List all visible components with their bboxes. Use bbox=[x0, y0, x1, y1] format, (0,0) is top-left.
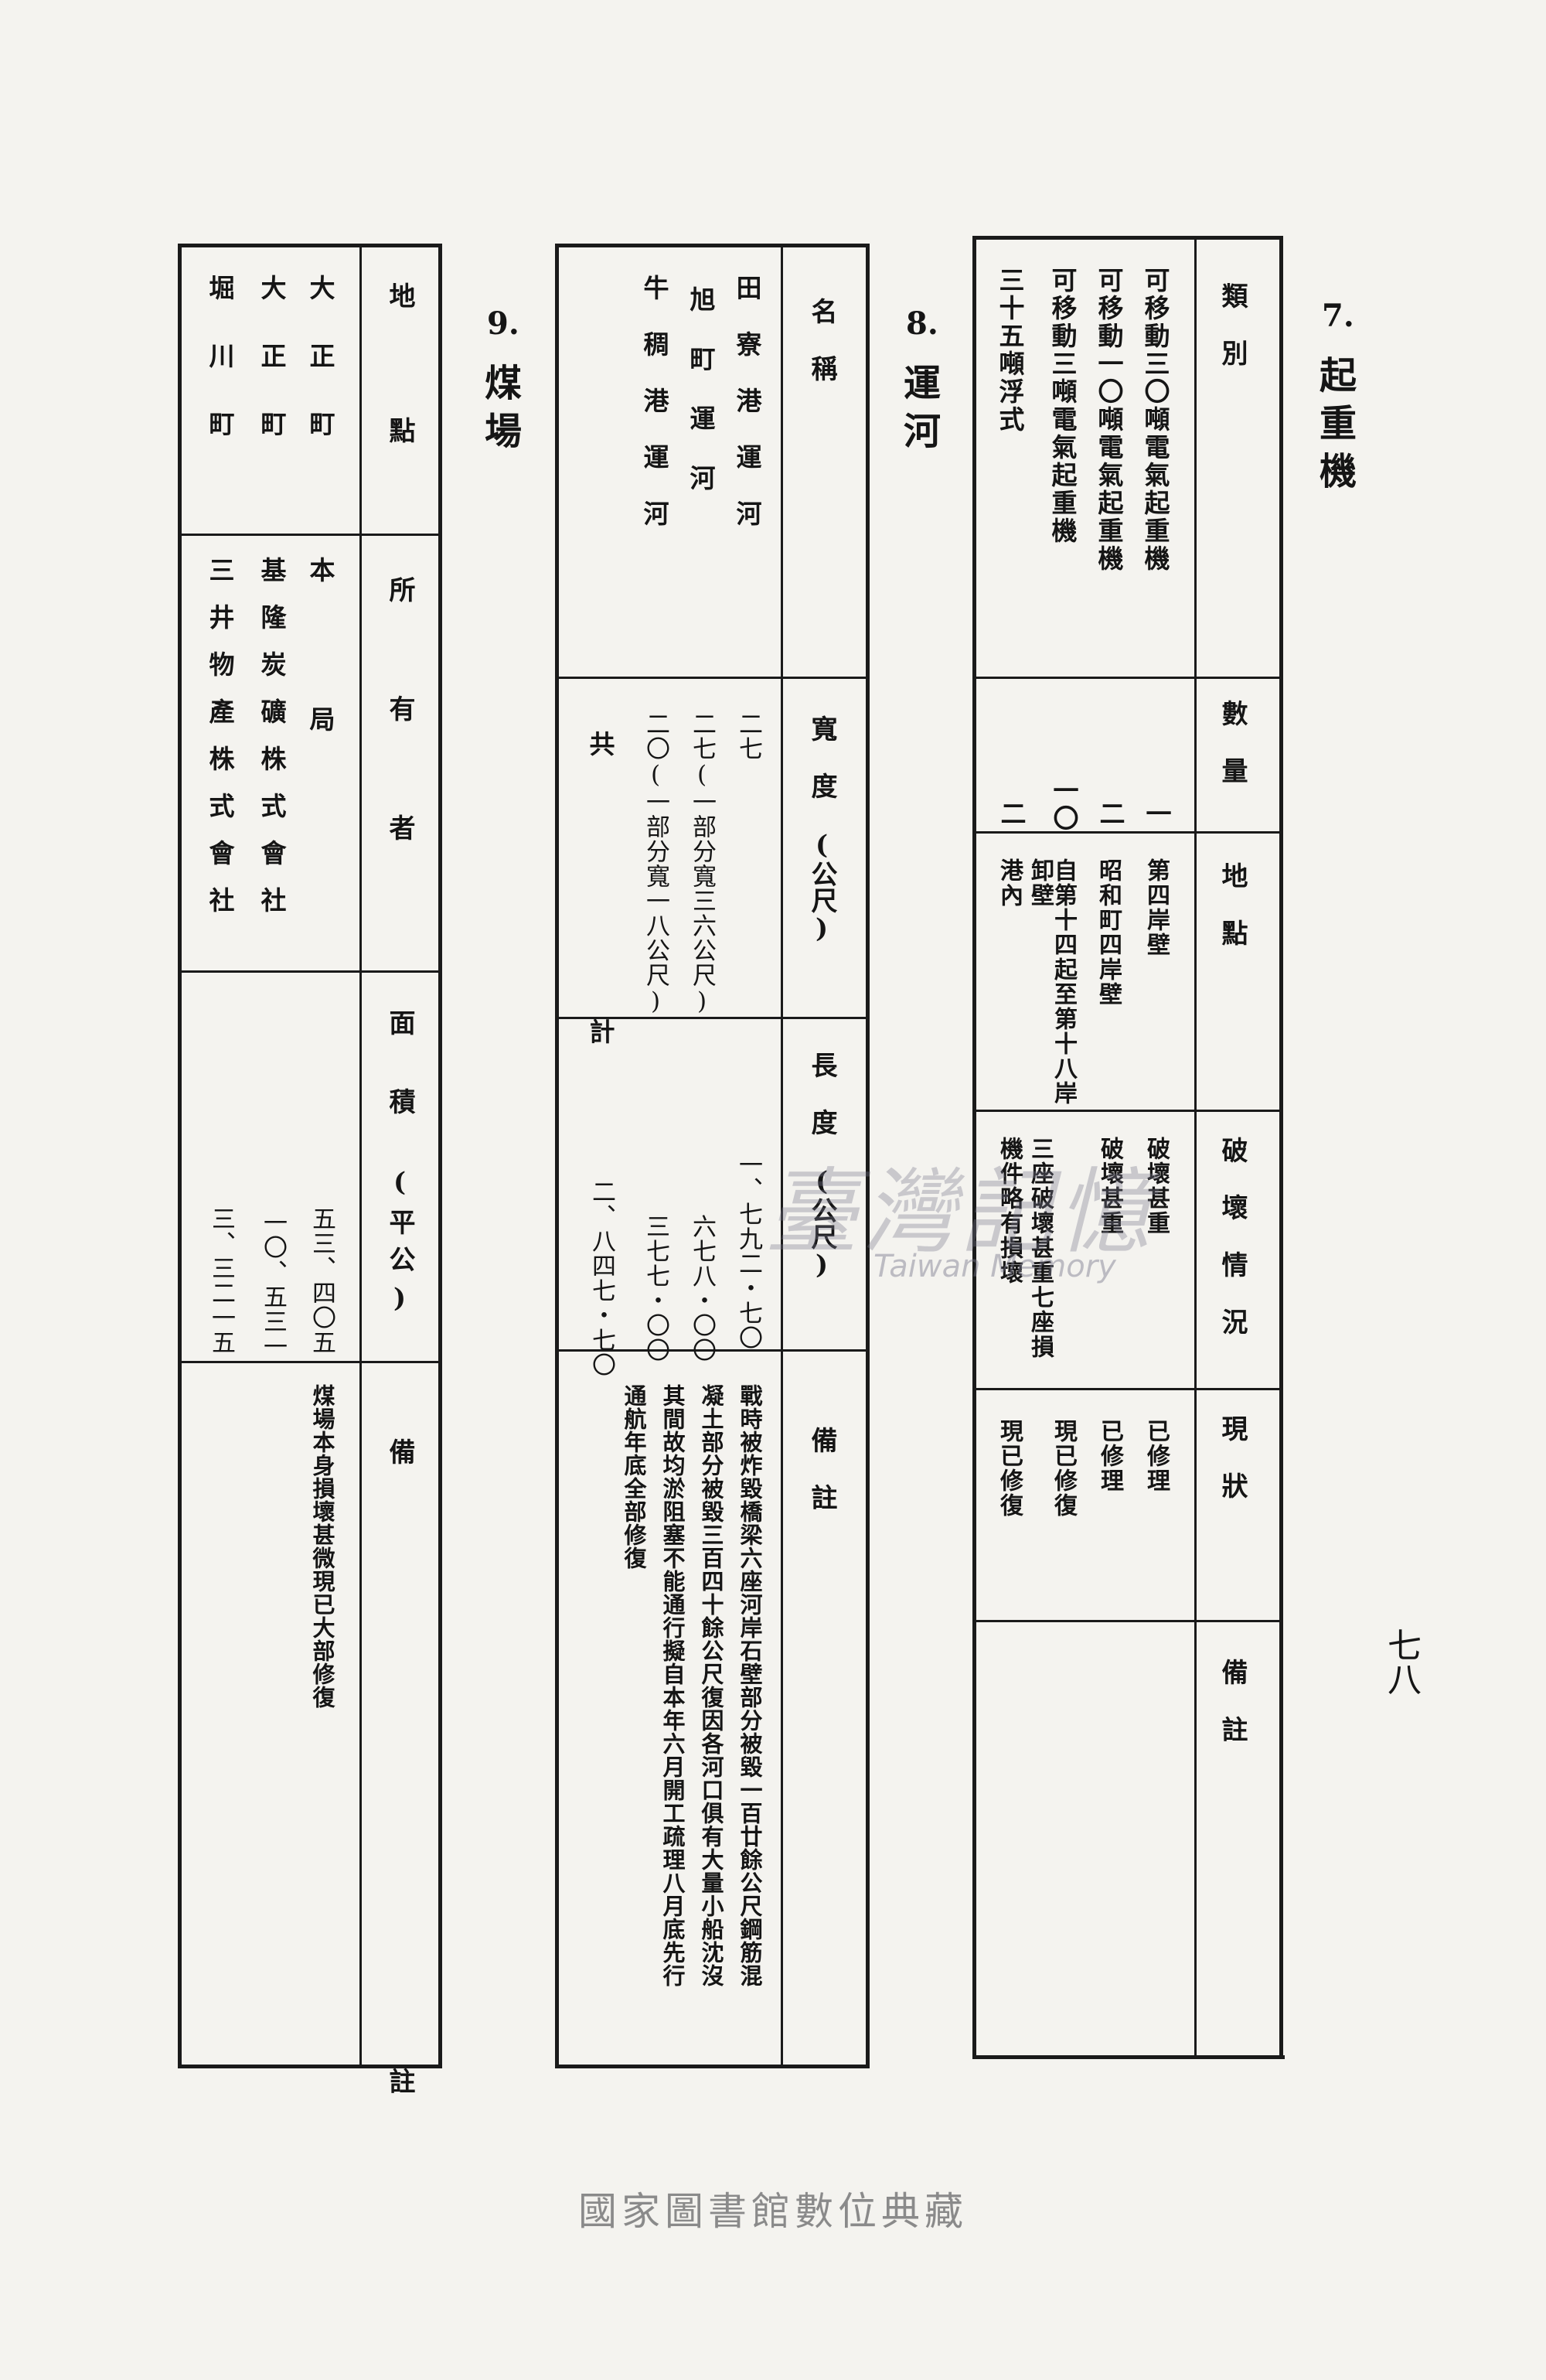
header-remarks-8: 備 註 bbox=[806, 1427, 837, 1510]
header-name: 名 稱 bbox=[806, 298, 837, 381]
header-location: 地 點 bbox=[1217, 862, 1248, 946]
canal-name-1: 田寮港運河 bbox=[732, 274, 762, 557]
header-length: 長 度 (公尺) bbox=[806, 1052, 837, 1280]
header-remarks-9: 備 註 bbox=[384, 1438, 415, 2380]
section7-title: 起重機 bbox=[1313, 356, 1356, 500]
section8-number: 8. bbox=[906, 305, 938, 342]
canal-name-3: 牛稠港運河 bbox=[639, 274, 669, 557]
coal-area-1: 五三、四〇五 bbox=[308, 1206, 335, 1355]
coal-area-2: 一〇、五三一 bbox=[259, 1210, 287, 1359]
coal-location-2: 大正町 bbox=[257, 274, 287, 479]
header-area: 面 積 (平公) bbox=[384, 1009, 415, 1325]
canal-length-3: 三七七・〇〇 bbox=[642, 1214, 669, 1362]
crane-type-3: 可移動三噸電氣起重機 bbox=[1047, 267, 1078, 545]
canal-note-4: 通航年底全部修復 bbox=[621, 1384, 647, 1570]
crane-type-2: 可移動一〇噸電氣起重機 bbox=[1094, 267, 1124, 573]
crane-damage-3: 三座破壞甚重七座損 bbox=[1027, 1137, 1054, 1359]
header-remarks: 備 註 bbox=[1217, 1659, 1248, 1742]
canal-note-1: 戰時被炸毀橋梁六座河岸石壁部分被毀一百廿餘公尺鋼筋混 bbox=[737, 1384, 763, 1987]
section9-number: 9. bbox=[487, 305, 519, 342]
crane-status-1: 已修理 bbox=[1142, 1419, 1170, 1493]
section7-number: 7. bbox=[1322, 298, 1354, 334]
crane-location-1: 第四岸壁 bbox=[1142, 858, 1170, 957]
crane-type-1: 可移動三〇噸電氣起重機 bbox=[1140, 267, 1170, 573]
footer-collection: 國家圖書館數位典藏 bbox=[578, 2189, 968, 2234]
header-location-9: 地 點 bbox=[384, 282, 415, 482]
section9-title: 煤場 bbox=[478, 363, 521, 459]
coal-area-3: 三、三二一五 bbox=[207, 1206, 235, 1355]
canal-total-label: 共 計 bbox=[585, 731, 615, 1160]
crane-location-4: 港內 bbox=[996, 858, 1023, 908]
coal-location-1: 大正町 bbox=[305, 274, 335, 479]
crane-qty-1: 一 bbox=[1142, 800, 1172, 828]
header-owner: 所 有 者 bbox=[384, 576, 415, 871]
coal-owner-1: 本局 bbox=[305, 557, 335, 855]
watermark-logo: 臺灣記憶 bbox=[765, 1159, 1155, 1267]
canal-width-2: 二七(一部分寬三六公尺) bbox=[688, 711, 716, 1016]
header-width: 寬 度 (公尺) bbox=[806, 715, 837, 944]
canal-width-1: 二七 bbox=[734, 711, 762, 761]
crane-qty-2: 二 bbox=[1095, 800, 1125, 828]
coal-location-3: 堀川町 bbox=[205, 274, 235, 479]
header-type: 類 別 bbox=[1217, 282, 1248, 366]
coal-owner-2: 基隆炭礦株式會社 bbox=[257, 557, 287, 934]
header-qty: 數 量 bbox=[1217, 700, 1248, 783]
crane-type-4: 三十五噸浮式 bbox=[995, 267, 1025, 434]
crane-status-4: 現已修復 bbox=[996, 1419, 1023, 1518]
crane-location-3: 自第十四起至第十八岸卸壁 bbox=[1027, 858, 1077, 1106]
crane-damage-2: 破壞甚重 bbox=[1096, 1137, 1123, 1236]
canal-length-1: 一、七九二・七〇 bbox=[734, 1152, 762, 1350]
canal-name-2: 旭町運河 bbox=[686, 286, 716, 524]
header-status: 現 狀 bbox=[1217, 1415, 1248, 1499]
canal-note-2: 凝土部分被毀三百四十餘公尺復因各河口俱有大量小船沈沒 bbox=[698, 1384, 724, 1987]
crane-status-3: 現已修復 bbox=[1050, 1419, 1077, 1518]
canal-width-3: 二〇(一部分寬一八公尺) bbox=[642, 711, 669, 1016]
coal-note: 煤場本身損壞甚微現已大部修復 bbox=[309, 1384, 335, 1709]
crane-damage-1: 破壞甚重 bbox=[1142, 1137, 1170, 1236]
section8-title: 運河 bbox=[897, 363, 940, 459]
page-number: 七八 bbox=[1381, 1628, 1421, 1696]
crane-location-2: 昭和町四岸壁 bbox=[1095, 858, 1122, 1007]
canal-total-length: 二、八四七・七〇 bbox=[587, 1179, 615, 1377]
canal-length-2: 六七八・〇〇 bbox=[688, 1214, 716, 1362]
canal-note-3: 其間故均淤阻塞不能通行擬自本年六月開工疏理八月底先行 bbox=[659, 1384, 686, 1987]
header-damage: 破 壞 情 況 bbox=[1217, 1137, 1248, 1335]
coal-owner-3: 三井物產株式會社 bbox=[205, 557, 235, 934]
crane-qty-3: 一〇 bbox=[1049, 777, 1079, 833]
crane-status-2: 已修理 bbox=[1096, 1419, 1123, 1493]
crane-qty-4: 二 bbox=[996, 800, 1027, 828]
crane-damage-4: 機件略有損壞 bbox=[996, 1137, 1023, 1285]
watermark-subtitle: Taiwan Memory bbox=[873, 1249, 1116, 1284]
